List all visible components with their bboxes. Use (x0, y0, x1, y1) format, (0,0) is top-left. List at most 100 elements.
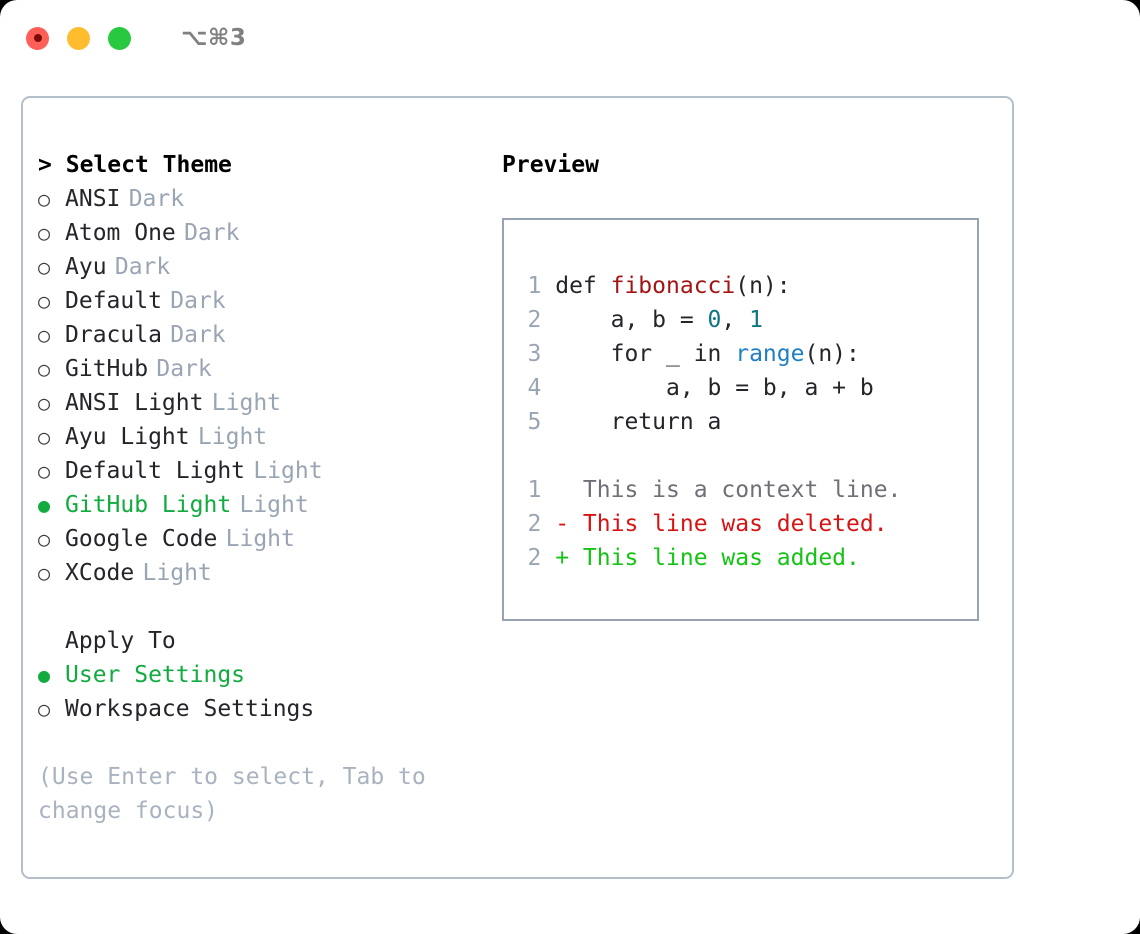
diff-line-text: + This line was added. (555, 545, 860, 571)
theme-option-default[interactable]: ○ Default Dark (38, 284, 493, 318)
radio-unselected-icon: ○ (38, 697, 51, 721)
code-token-plain: , (721, 307, 750, 333)
code-line-number: 3 (527, 341, 542, 367)
theme-option-ayu-light[interactable]: ○ Ayu Light Light (38, 420, 493, 454)
radio-unselected-icon: ○ (38, 561, 51, 585)
maximize-window-button[interactable] (108, 26, 131, 50)
code-token-num: 0 (707, 307, 722, 333)
code-line: 4 a, b = b, a + b (504, 371, 977, 405)
help-hint-text: (Use Enter to select, Tab to change focu… (38, 764, 426, 824)
code-token-plain: return a (555, 409, 722, 435)
radio-unselected-icon: ○ (38, 255, 51, 279)
diff-line-del: 2- This line was deleted. (504, 507, 977, 541)
theme-option-variant: Dark (114, 254, 171, 280)
theme-option-label: Default Light (65, 458, 246, 484)
theme-option-variant: Light (197, 424, 268, 450)
code-line: 3 for _ in range(n): (504, 337, 977, 371)
code-token-plain: (n): (735, 273, 791, 299)
close-window-button[interactable] (26, 26, 49, 50)
theme-option-dracula[interactable]: ○ Dracula Dark (38, 318, 493, 352)
diff-line-ctx: 1 This is a context line. (504, 473, 977, 507)
code-token-num: 1 (749, 307, 763, 333)
radio-unselected-icon: ○ (38, 323, 51, 347)
code-line-text: def fibonacci(n): (541, 269, 790, 303)
code-line-number: 2 (527, 307, 542, 333)
theme-option-label: GitHub (65, 356, 149, 382)
code-token-call: range (735, 341, 805, 367)
radio-unselected-icon: ○ (38, 425, 51, 449)
theme-option-label: Google Code (65, 526, 218, 552)
minimize-window-button[interactable] (67, 26, 90, 50)
code-line-number: 5 (527, 409, 542, 435)
theme-option-variant: Dark (170, 288, 226, 314)
theme-option-github-light[interactable]: ● GitHub Light Light (38, 488, 493, 522)
radio-unselected-icon: ○ (38, 221, 51, 245)
theme-option-github[interactable]: ○ GitHub Dark (38, 352, 493, 386)
theme-option-variant: Dark (184, 220, 240, 246)
theme-option-label: Dracula (65, 322, 162, 348)
apply-to-option-label: User Settings (65, 662, 246, 688)
radio-selected-icon: ● (38, 663, 51, 687)
apply-to-option-workspace-settings[interactable]: ○Workspace Settings (38, 692, 493, 726)
theme-option-variant: Dark (128, 186, 185, 212)
preview-heading: Preview (502, 152, 599, 178)
theme-option-label: Ayu (65, 254, 107, 280)
radio-unselected-icon: ○ (38, 187, 51, 211)
code-token-plain: a, b = (555, 307, 708, 333)
code-line-text: a, b = 0, 1 (541, 303, 763, 337)
theme-option-xcode[interactable]: ○ XCode Light (38, 556, 493, 590)
prompt-caret-icon: > (38, 152, 52, 178)
theme-option-label: Default (65, 288, 162, 314)
theme-option-ayu[interactable]: ○ Ayu Dark (38, 250, 493, 284)
apply-to-heading: Apply To (65, 628, 176, 654)
theme-option-ansi[interactable]: ○ ANSI Dark (38, 182, 493, 216)
diff-line-text: This is a context line. (555, 477, 902, 503)
theme-option-variant: Light (142, 560, 212, 586)
radio-unselected-icon: ○ (38, 391, 51, 415)
apply-to-list: ● User Settings ○Workspace Settings (38, 658, 493, 726)
code-token-plain: a, b = b, a + b (555, 375, 874, 401)
theme-option-label: GitHub Light (65, 492, 232, 518)
theme-option-label: Atom One (65, 220, 176, 246)
traffic-light-group (26, 26, 131, 50)
code-line-number: 1 (527, 273, 542, 299)
diff-sample: 1 This is a context line.2- This line wa… (504, 473, 977, 575)
radio-selected-icon: ● (38, 493, 51, 517)
theme-option-atom-one[interactable]: ○ Atom One Dark (38, 216, 493, 250)
apply-to-heading-row: ○ Apply To (38, 624, 493, 658)
code-line-text: for _ in range(n): (541, 337, 860, 371)
theme-option-variant: Light (225, 526, 295, 552)
title-bar: ⌥⌘3 (0, 0, 1140, 76)
code-diff-spacer (504, 439, 977, 473)
theme-option-label: XCode (65, 560, 135, 586)
apply-to-option-user-settings[interactable]: ● User Settings (38, 658, 493, 692)
theme-picker-heading: > Select Theme (38, 148, 493, 182)
theme-picker-title: Select Theme (65, 152, 232, 178)
code-token-fn: fibonacci (610, 273, 736, 299)
window-shortcut-label: ⌥⌘3 (181, 25, 247, 51)
radio-unselected-icon: ○ (38, 459, 51, 483)
code-line-number: 4 (527, 375, 542, 401)
theme-option-label: ANSI (65, 186, 121, 212)
theme-option-variant: Light (211, 390, 282, 416)
radio-unselected-icon: ○ (38, 357, 51, 381)
code-line: 2 a, b = 0, 1 (504, 303, 977, 337)
apply-to-heading-marker-placeholder: ○ (38, 624, 65, 658)
code-line-text: a, b = b, a + b (541, 371, 874, 405)
diff-line-text: - This line was deleted. (555, 511, 888, 537)
theme-option-variant: Dark (156, 356, 212, 382)
theme-option-variant: Light (239, 492, 309, 518)
diff-line-number: 2 (527, 545, 542, 571)
radio-unselected-icon: ○ (38, 289, 51, 313)
theme-option-variant: Dark (170, 322, 226, 348)
theme-option-label: Ayu Light (65, 424, 190, 450)
